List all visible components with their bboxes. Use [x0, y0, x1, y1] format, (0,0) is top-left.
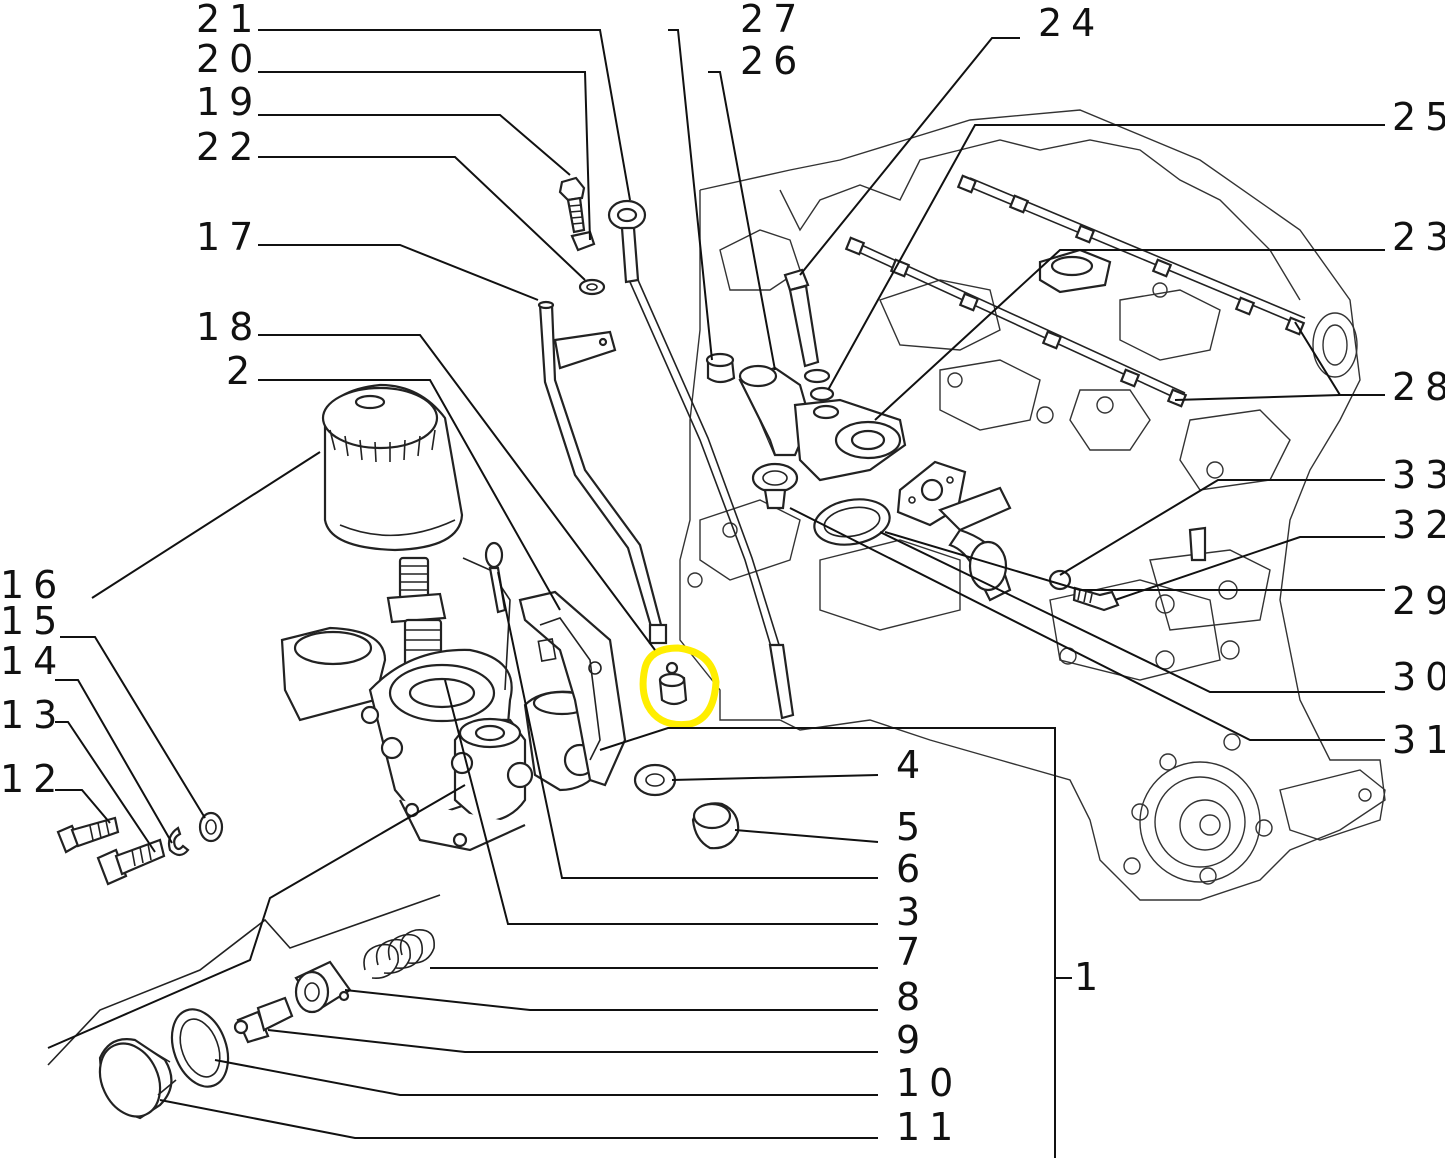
large-seal-ring — [813, 498, 891, 546]
spring-washer — [167, 826, 190, 857]
callout-13: 13 — [0, 693, 66, 737]
valve-sleeve — [294, 960, 352, 1014]
sealing-ring-small — [751, 462, 799, 510]
leader-lines — [47, 29, 1385, 1158]
bolt-12 — [56, 816, 120, 854]
coil-spring — [363, 929, 435, 979]
callout-1: 1 — [1074, 955, 1107, 999]
plain-washer — [198, 811, 224, 843]
relief-valve-plunger — [233, 996, 294, 1044]
callout-16: 16 — [0, 563, 66, 607]
callout-26: 26 — [740, 39, 806, 83]
callout-2: 2 — [226, 349, 259, 393]
gasket — [518, 590, 627, 787]
bolt-nut-washer-set — [558, 176, 606, 296]
callout-3: 3 — [896, 890, 929, 934]
callout-4: 4 — [896, 743, 929, 787]
callout-7: 7 — [896, 930, 929, 974]
oil-filter-housing — [280, 626, 602, 852]
callout-12: 12 — [0, 757, 66, 801]
callout-11: 11 — [896, 1105, 962, 1149]
callout-6: 6 — [896, 847, 929, 891]
callout-27: 27 — [740, 0, 806, 41]
oil-filter-cartridge — [321, 383, 464, 552]
cylindrical-plug — [705, 352, 736, 384]
engine-block-drawing — [679, 109, 1386, 901]
injector-rails — [844, 174, 1306, 408]
callout-28: 28 — [1392, 365, 1445, 409]
callout-22: 22 — [196, 125, 262, 169]
callout-33: 33 — [1392, 453, 1445, 497]
sealing-washer — [633, 763, 677, 797]
drain-plug — [691, 802, 740, 850]
callout-21: 21 — [196, 0, 262, 41]
coolant-pipe — [938, 486, 1207, 602]
exploded-group-outline — [47, 894, 441, 1066]
callout-14: 14 — [0, 639, 66, 683]
callout-30: 30 — [1392, 655, 1445, 699]
threaded-plug — [98, 1038, 177, 1120]
callout-25: 25 — [1392, 95, 1445, 139]
threaded-fitting — [386, 556, 447, 668]
callout-32: 32 — [1392, 503, 1445, 547]
callout-20: 20 — [196, 37, 262, 81]
callout-19: 19 — [196, 80, 262, 124]
callout-23: 23 — [1392, 215, 1445, 259]
callout-29: 29 — [1392, 579, 1445, 623]
callout-8: 8 — [896, 975, 929, 1019]
callout-17: 17 — [196, 215, 262, 259]
highlight-circle — [639, 644, 720, 729]
bolt-13 — [96, 838, 166, 886]
elbow-union — [738, 364, 907, 482]
callout-24: 24 — [1038, 1, 1104, 45]
highlighted-fitting — [658, 661, 688, 706]
small-washer-upper — [484, 541, 507, 614]
parts — [47, 176, 1207, 1120]
plug-seal-ring — [170, 1008, 230, 1088]
dipstick-guide-tube — [537, 300, 667, 642]
dipstick — [607, 199, 795, 720]
callout-31: 31 — [1392, 718, 1445, 762]
callout-9: 9 — [896, 1018, 929, 1062]
long-bolt — [783, 268, 840, 420]
callout-10: 10 — [896, 1061, 962, 1105]
callout-18: 18 — [196, 305, 262, 349]
callout-5: 5 — [896, 805, 929, 849]
callout-15: 15 — [0, 599, 66, 643]
